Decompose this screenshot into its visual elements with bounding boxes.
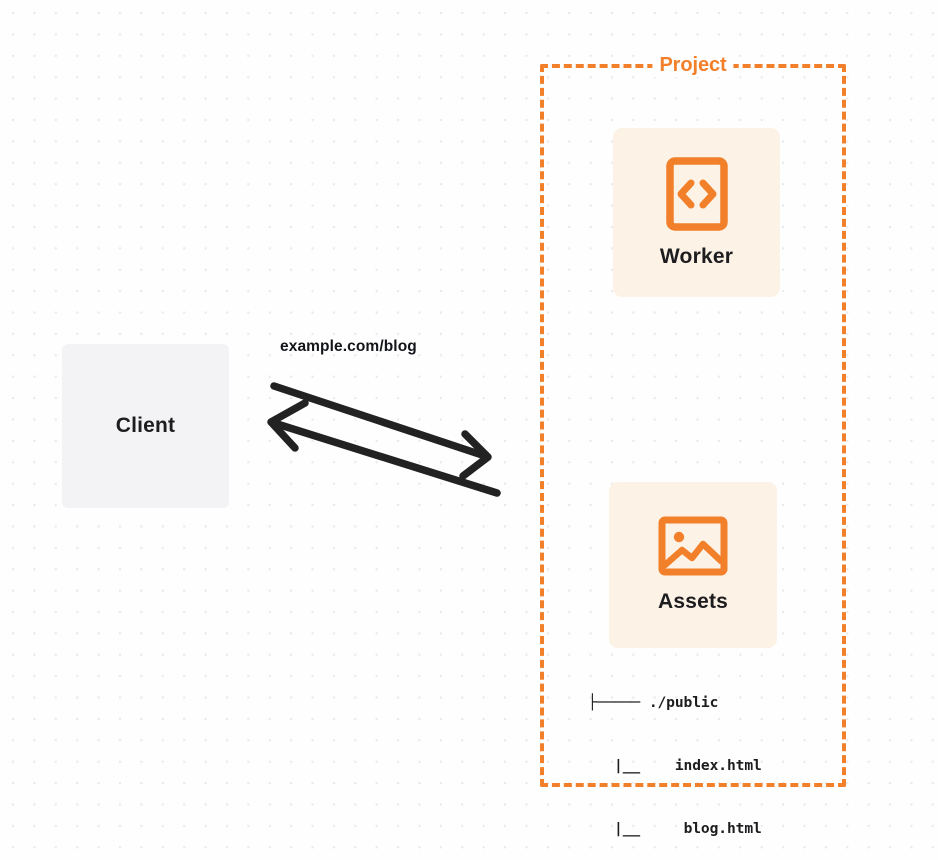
- project-title: Project: [652, 54, 734, 77]
- response-arrow: [267, 399, 501, 497]
- assets-label: Assets: [657, 590, 729, 613]
- client-label: Client: [115, 414, 176, 437]
- request-arrow: [270, 382, 492, 480]
- client-node[interactable]: Client: [62, 344, 229, 508]
- worker-label: Worker: [659, 244, 734, 268]
- file-tree-row: |__ blog.html: [588, 818, 762, 839]
- file-tree-prefix: |__: [588, 757, 675, 774]
- assets-card[interactable]: Assets: [609, 482, 777, 648]
- code-brackets-icon: [665, 156, 728, 231]
- file-tree-prefix: |__: [588, 820, 684, 837]
- assets-file-tree: ├───── ./public |__ index.html |__ blog.…: [588, 650, 762, 860]
- file-tree-row: ├───── ./public: [588, 692, 762, 713]
- request-url-label: example.com/blog: [280, 338, 417, 355]
- worker-card[interactable]: Worker: [613, 128, 780, 297]
- file-tree-name: blog.html: [683, 820, 762, 837]
- file-tree-name: ./public: [648, 694, 719, 711]
- image-picture-icon: [658, 516, 728, 576]
- file-tree-name: index.html: [674, 757, 762, 774]
- file-tree-row: |__ index.html: [588, 755, 762, 776]
- file-tree-prefix: ├─────: [588, 694, 649, 711]
- project-container: Project: [540, 54, 846, 787]
